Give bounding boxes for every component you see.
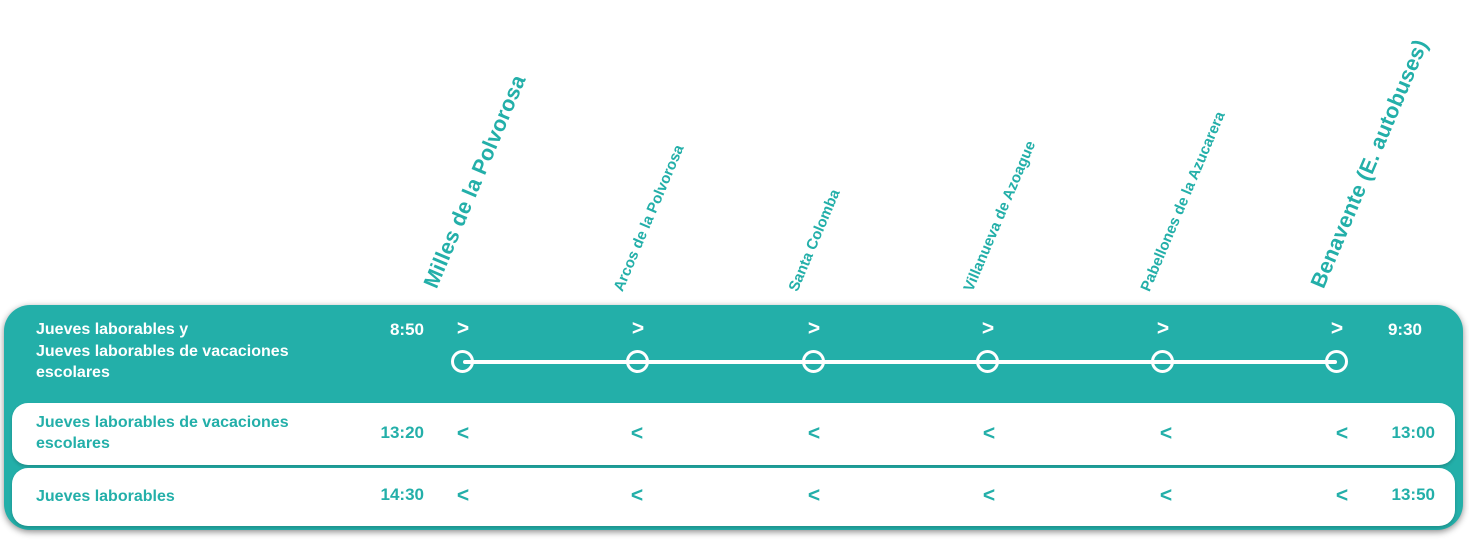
route-line: [463, 360, 1337, 364]
service-days-label: Jueves laborables: [36, 488, 175, 505]
stop-circle: [1151, 350, 1174, 373]
chevron-right-icon: >: [456, 317, 470, 340]
chevron-right-icon: >: [807, 317, 821, 340]
departure-time: 14:30: [380, 485, 424, 504]
service-row-return-vacaciones[interactable]: Jueves laborables de vacaciones escolare…: [12, 403, 1455, 465]
chevron-left-icon: <: [456, 484, 470, 507]
chevron-right-icon: >: [631, 317, 645, 340]
stop-circle: [976, 350, 999, 373]
arrival-time: 9:30: [1387, 320, 1422, 339]
chevron-left-icon: <: [630, 484, 644, 507]
departure-time: 13:20: [380, 423, 424, 442]
stop-circle: [451, 350, 474, 373]
chevron-left-icon: <: [807, 422, 821, 445]
service-days-label: Jueves laborables de vacaciones escolare…: [36, 414, 289, 452]
chevron-right-icon: >: [1330, 317, 1344, 340]
chevron-left-icon: <: [1159, 422, 1173, 445]
stop-circle: [802, 350, 825, 373]
chevron-left-icon: <: [1335, 422, 1349, 445]
stop-circle: [626, 350, 649, 373]
chevron-left-icon: <: [1335, 484, 1349, 507]
chevron-left-icon: <: [982, 484, 996, 507]
chevron-right-icon: >: [981, 317, 995, 340]
chevron-left-icon: <: [1159, 484, 1173, 507]
service-days-label: Jueves laborables y Jueves laborables de…: [36, 321, 289, 381]
stop-circle: [1325, 350, 1348, 373]
arrival-time: 13:00: [1391, 423, 1435, 442]
departure-time: 8:50: [389, 320, 424, 339]
chevron-left-icon: <: [807, 484, 821, 507]
chevron-left-icon: <: [456, 422, 470, 445]
service-row-outbound[interactable]: Jueves laborables y Jueves laborables de…: [4, 305, 1463, 403]
timetable-container: Jueves laborables y Jueves laborables de…: [4, 305, 1463, 530]
chevron-left-icon: <: [630, 422, 644, 445]
chevron-right-icon: >: [1156, 317, 1170, 340]
service-row-return-laborables[interactable]: Jueves laborables 14:30 < < < < < < 13:5…: [12, 468, 1455, 526]
arrival-time: 13:50: [1391, 485, 1435, 504]
chevron-left-icon: <: [982, 422, 996, 445]
